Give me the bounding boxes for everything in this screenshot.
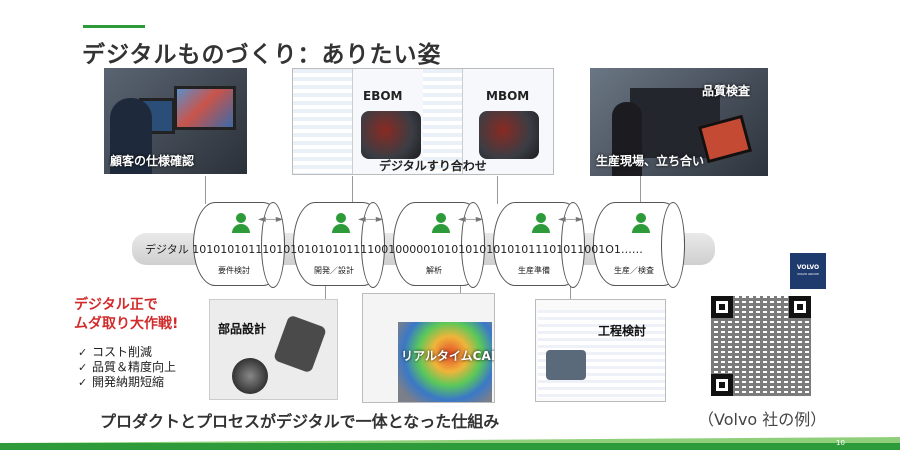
process-planning-screenshot: 工程検討 (535, 299, 666, 402)
volvo-example-note: （Volvo 社の例） (698, 410, 827, 429)
cad-monitor-image (174, 86, 236, 130)
engineer-figure (110, 98, 152, 174)
step-label: 開発／設計 (314, 266, 354, 275)
step-label: 要件検討 (218, 266, 250, 275)
process-part-image (546, 350, 586, 380)
bidirectional-arrow-icon: ◄―► (358, 214, 384, 225)
production-site-caption: 生産現場、立ち合い (596, 154, 705, 168)
realtime-cae-screenshot: リアルタイムCAE (362, 293, 495, 403)
person-icon (232, 213, 250, 233)
ebom-mbom-screenshot: EBOM MBOM デジタルすり合わせ (292, 68, 554, 175)
page-number: 10 (836, 439, 845, 447)
bidirectional-arrow-icon: ◄―► (458, 214, 484, 225)
connector-line (325, 284, 326, 300)
volvo-logo: VOLVO VOLVO GROUP (790, 253, 826, 289)
person-icon (432, 213, 450, 233)
check-icon: ✓ (78, 346, 88, 359)
connector-line (352, 176, 353, 204)
connector-line (497, 176, 498, 204)
qr-code-icon[interactable] (711, 296, 811, 396)
footer-bar (0, 437, 900, 450)
title-accent-bar (83, 25, 145, 28)
bracket-part-image (272, 314, 328, 374)
quality-inspection-caption: 品質検査 (702, 84, 751, 98)
digital-alignment-caption: デジタルすり合わせ (379, 159, 487, 173)
customer-spec-photo: 顧客の仕様確認 (104, 68, 247, 174)
process-cylinder-requirements: 要件検討 (193, 202, 285, 288)
person-icon (332, 213, 350, 233)
benefit-item: ✓開発納期短縮 (78, 375, 165, 389)
step-label: 解析 (426, 266, 442, 275)
ebom-tree-panel (293, 69, 353, 174)
slogan-line-2: ムダ取り大作戦! (74, 316, 179, 332)
wheel-part-image (232, 358, 268, 394)
connector-line (460, 284, 461, 296)
benefit-item: ✓品質＆精度向上 (78, 360, 177, 374)
digital-binary-stream: デジタル 10101010111010101010101111001000001… (145, 243, 643, 256)
benefit-item: ✓コスト削減 (78, 345, 153, 359)
person-icon (632, 213, 650, 233)
bidirectional-arrow-icon: ◄―► (558, 214, 584, 225)
person-icon (532, 213, 550, 233)
process-planning-caption: 工程検討 (598, 324, 647, 338)
connector-line (205, 176, 206, 204)
check-icon: ✓ (78, 376, 88, 389)
ebom-label: EBOM (363, 89, 403, 103)
cae-simulation-image (398, 322, 492, 402)
process-cylinder-preparation: 生産準備 (493, 202, 585, 288)
engine-mbom-image (479, 111, 539, 159)
slogan: デジタル正で ムダ取り大作戦! (74, 296, 178, 334)
step-label: 生産／検査 (614, 266, 654, 275)
process-cylinder-production: 生産／検査 (593, 202, 685, 288)
parts-design-screenshot: 部品設計 (209, 299, 338, 400)
connector-line (640, 176, 641, 204)
parts-design-caption: 部品設計 (218, 322, 267, 336)
benefit-list: ✓コスト削減 ✓品質＆精度向上 ✓開発納期短縮 (78, 345, 176, 390)
customer-spec-caption: 顧客の仕様確認 (110, 154, 195, 168)
step-label: 生産準備 (518, 266, 550, 275)
bottom-message: プロダクトとプロセスがデジタルで一体となった仕組み (100, 412, 500, 431)
connector-line (570, 284, 571, 300)
check-icon: ✓ (78, 361, 88, 374)
worker-figure (612, 102, 642, 176)
mbom-label: MBOM (486, 89, 530, 103)
process-cylinder-design: 開発／設計 (293, 202, 385, 288)
process-cylinder-analysis: 解析 (393, 202, 485, 288)
quality-inspection-photo: 品質検査 生産現場、立ち合い (590, 68, 768, 176)
slogan-line-1: デジタル正で (74, 297, 158, 313)
bidirectional-arrow-icon: ◄―► (258, 214, 284, 225)
engine-ebom-image (361, 111, 421, 159)
mbom-tree-panel (423, 69, 463, 174)
realtime-cae-caption: リアルタイムCAE (401, 349, 495, 363)
slide-title: デジタルものづくり：ありたい姿 (82, 42, 442, 68)
